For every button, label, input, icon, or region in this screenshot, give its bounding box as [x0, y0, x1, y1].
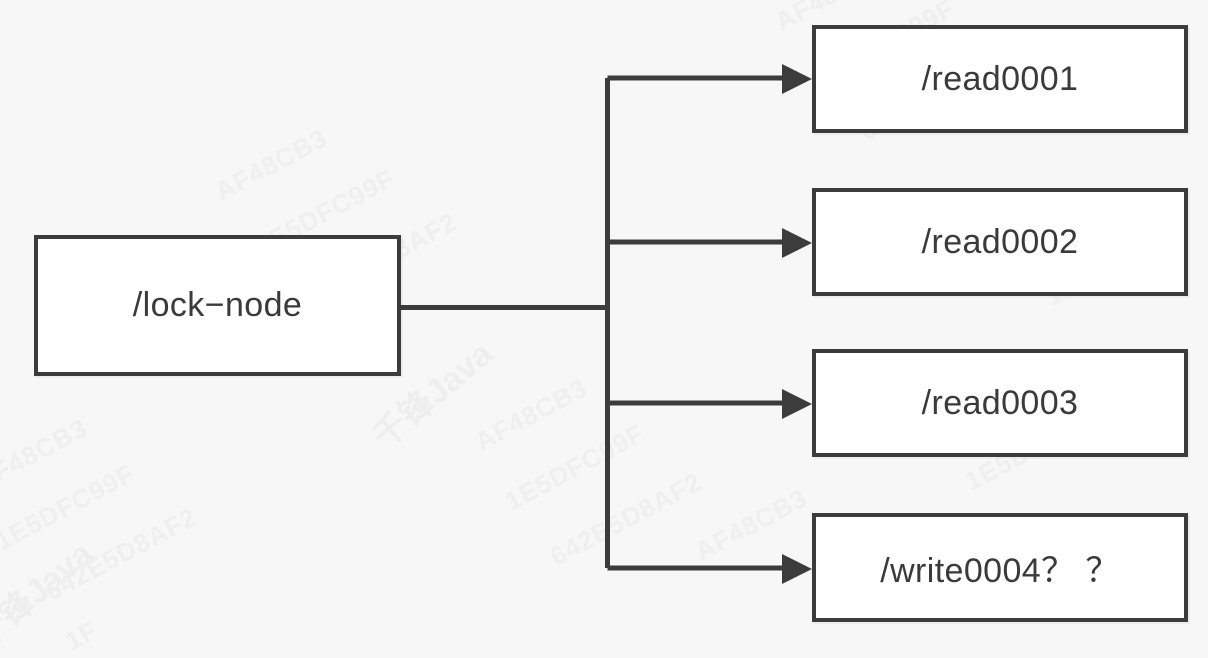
watermark-code: 642E5D8AF2 [545, 466, 708, 572]
node-read0002[interactable]: /read0002 [812, 188, 1188, 296]
node-read0003-label: /read0003 [921, 383, 1079, 422]
node-read0001-label: /read0001 [921, 59, 1079, 98]
node-lock-node[interactable]: /lock−node [34, 235, 401, 376]
arrowhead-read0002 [782, 228, 812, 258]
node-write0004-label: /write0004？ ？ [880, 552, 1120, 590]
watermark-code: AF48CB3 [0, 412, 93, 497]
arrowhead-write0004 [782, 554, 812, 584]
watermark-brand: 千锋Java [0, 534, 101, 657]
arrowhead-read0003 [782, 389, 812, 419]
watermark-code: 1F [60, 614, 103, 657]
watermark-code: 642E5D8AF2 [40, 501, 203, 607]
node-read0003[interactable]: /read0003 [812, 349, 1188, 457]
arrowhead-read0001 [782, 64, 812, 94]
node-read0001[interactable]: /read0001 [812, 25, 1188, 133]
node-read0002-label: /read0002 [921, 222, 1079, 261]
watermark-code: AF48CB3 [210, 122, 333, 207]
watermark-code: 1E5DFC99F [500, 417, 650, 517]
node-lock-node-label: /lock−node [132, 286, 303, 324]
watermark-code: AF48CB3 [690, 482, 813, 567]
node-write0004[interactable]: /write0004？ ？ [812, 513, 1188, 622]
watermark-code: AF48CB3 [470, 372, 593, 457]
watermark-code: 1E5DFC99F [0, 457, 140, 557]
